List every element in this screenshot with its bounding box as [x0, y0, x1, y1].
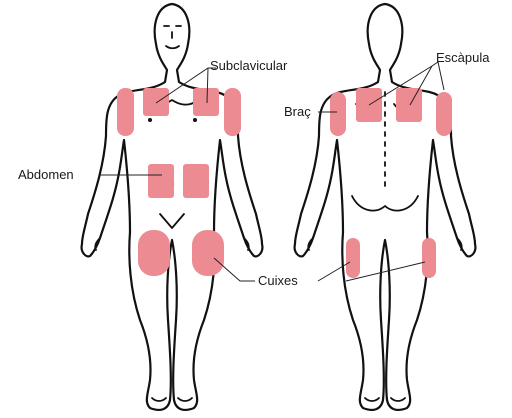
zone-subclavicular-right: [143, 88, 169, 116]
zone-back-thigh-right: [422, 238, 436, 278]
zone-thigh-left: [192, 230, 224, 276]
zone-back-thigh-left: [346, 238, 360, 278]
label-escapula: Escàpula: [436, 50, 490, 65]
zone-scapula-right: [396, 88, 422, 122]
label-coxes: Cuixes: [258, 273, 298, 288]
zone-subclavicular-left: [193, 88, 219, 116]
label-subclavicular: Subclavicular: [210, 58, 288, 73]
zone-front-right-arm: [117, 88, 134, 136]
zone-thigh-right: [138, 230, 170, 276]
label-abdomen: Abdomen: [18, 167, 74, 182]
front-left-nipple: [148, 118, 152, 122]
zone-back-left-arm: [330, 92, 346, 136]
zone-abdomen-left: [183, 164, 209, 198]
zone-front-left-arm: [224, 88, 241, 136]
front-right-nipple: [193, 118, 197, 122]
zone-back-right-arm: [436, 92, 452, 136]
label-bras: Braç: [284, 104, 311, 119]
zone-abdomen-right: [148, 164, 174, 198]
